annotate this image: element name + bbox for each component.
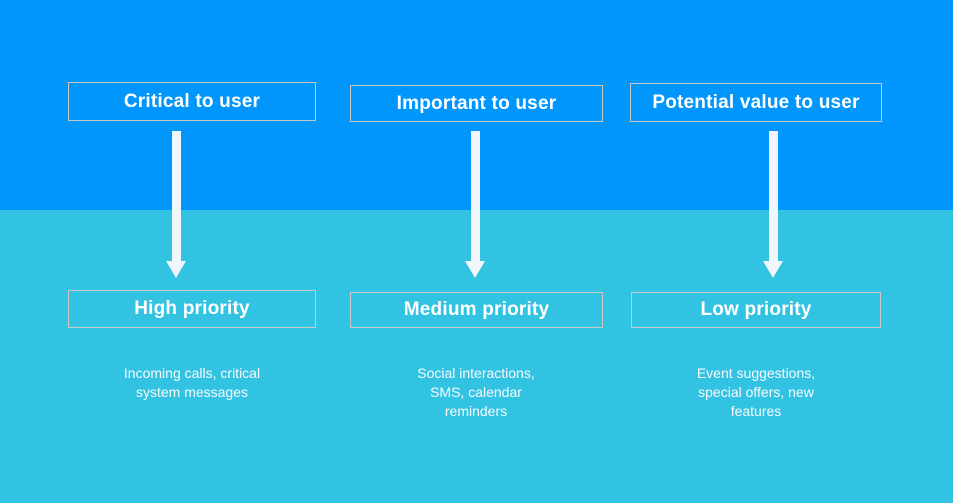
description-line: features — [730, 403, 782, 419]
down-arrow-critical — [166, 131, 186, 278]
description-low-priority: Event suggestions, special offers, new f… — [646, 364, 866, 421]
description-line: Event suggestions, — [696, 365, 816, 381]
category-box-critical: Critical to user — [68, 82, 316, 121]
description-line: Incoming calls, critical — [123, 365, 261, 381]
description-line: reminders — [444, 403, 508, 419]
priority-box-low: Low priority — [631, 292, 881, 328]
arrow-head-icon — [763, 261, 783, 278]
category-box-potential-value: Potential value to user — [630, 83, 882, 122]
description-line: Social interactions, — [417, 365, 535, 381]
description-line: special offers, new — [698, 384, 814, 400]
description-high-priority: Incoming calls, critical system messages — [82, 364, 302, 402]
down-arrow-potential-value — [763, 131, 783, 278]
arrow-stem — [171, 131, 181, 262]
down-arrow-important — [465, 131, 485, 278]
arrow-head-icon — [465, 261, 485, 278]
category-box-important: Important to user — [350, 85, 603, 122]
arrow-stem — [768, 131, 778, 262]
priority-box-medium: Medium priority — [350, 292, 603, 328]
description-medium-priority: Social interactions, SMS, calendar remin… — [366, 364, 586, 421]
description-line: system messages — [135, 384, 249, 400]
description-line: SMS, calendar — [430, 384, 522, 400]
arrow-head-icon — [166, 261, 186, 278]
priority-box-high: High priority — [68, 290, 316, 328]
arrow-stem — [470, 131, 480, 262]
